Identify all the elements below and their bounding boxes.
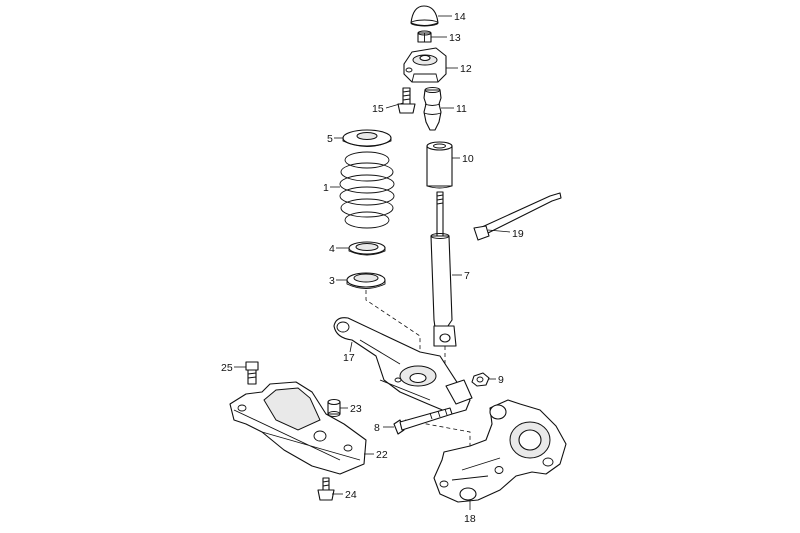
part-23-bush[interactable] — [327, 398, 341, 417]
callout-22-subframe-bracket: 22 — [376, 449, 388, 461]
callout-labels: 14 13 12 15 11 10 5 1 4 3 7 19 9 17 8 25… — [221, 11, 524, 525]
part-7-shock-absorber[interactable] — [430, 191, 457, 347]
callout-23-bush: 23 — [350, 403, 362, 415]
callout-11-buffer: 11 — [456, 103, 467, 115]
callout-9-nut: 9 — [498, 374, 504, 386]
callout-8-bolt: 8 — [374, 422, 380, 434]
part-24-bolt[interactable] — [317, 477, 335, 501]
callout-15-bolt: 15 — [372, 103, 384, 115]
callout-7-shock-absorber: 7 — [464, 270, 470, 282]
part-10-protective-sleeve[interactable] — [426, 141, 453, 189]
callout-4-spring-seat: 4 — [329, 243, 335, 255]
part-12-mounting[interactable] — [403, 47, 447, 83]
callout-17-control-arm: 17 — [343, 352, 355, 364]
part-13-nut[interactable] — [417, 30, 432, 43]
part-14-cap[interactable] — [410, 5, 439, 27]
part-18-wheel-bearing-housing[interactable] — [433, 399, 567, 503]
part-4-spring-seat[interactable] — [348, 241, 386, 256]
part-19-stabilizer-link[interactable] — [473, 192, 562, 241]
part-17-control-arm[interactable] — [333, 317, 473, 415]
callout-3-lower-spring-seat: 3 — [329, 275, 335, 287]
callout-19-stabilizer-link: 19 — [512, 228, 524, 240]
callout-1-coil-spring: 1 — [323, 182, 329, 194]
part-5-upper-spring-seat[interactable] — [342, 129, 392, 147]
part-3-lower-spring-seat[interactable] — [346, 272, 386, 289]
callout-14-cap: 14 — [454, 11, 466, 23]
part-15-bolt[interactable] — [397, 87, 416, 114]
leader-lines — [234, 15, 511, 510]
callout-25-bolt: 25 — [221, 362, 233, 374]
part-1-coil-spring[interactable] — [339, 151, 395, 229]
part-22-subframe-bracket[interactable] — [229, 381, 367, 475]
part-9-nut[interactable] — [471, 372, 490, 387]
callout-18-wheel-bearing-housing: 18 — [464, 513, 476, 525]
part-8-bolt[interactable] — [393, 407, 453, 435]
part-25-bolt[interactable] — [245, 361, 259, 385]
callout-12-mounting: 12 — [460, 63, 472, 75]
part-11-buffer[interactable] — [423, 87, 442, 131]
callout-24-bolt: 24 — [345, 489, 357, 501]
callout-10-protective-sleeve: 10 — [462, 153, 474, 165]
callout-13-nut: 13 — [449, 32, 461, 44]
callout-5-upper-spring-seat: 5 — [327, 133, 333, 145]
